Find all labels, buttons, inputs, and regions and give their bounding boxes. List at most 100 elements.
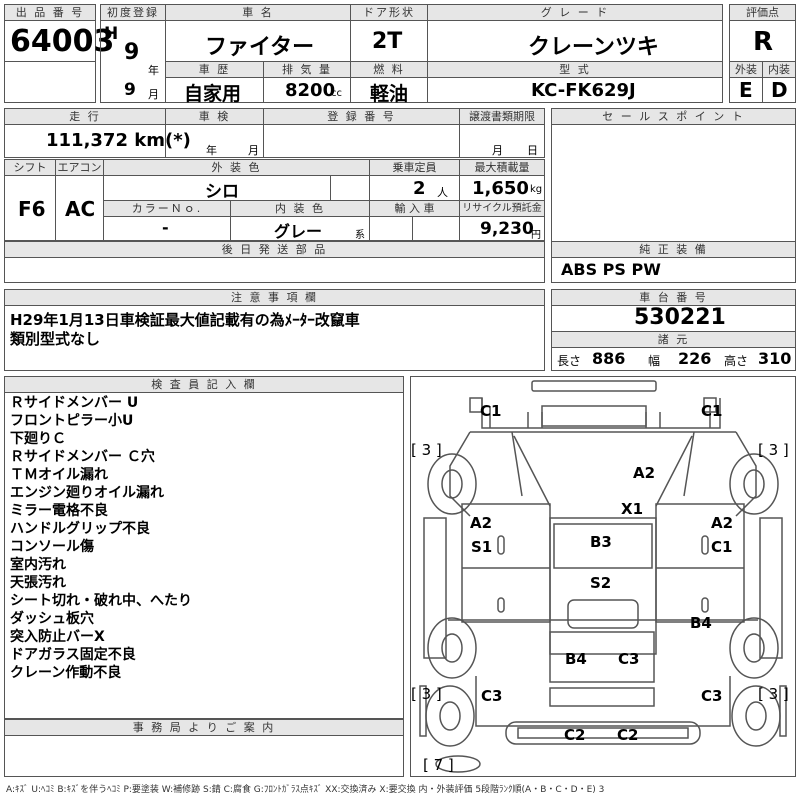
lot-header: 出 品 番 号 xyxy=(4,4,96,21)
inspector-note: ダッシュ板穴 xyxy=(10,611,94,627)
shift-header: シフト xyxy=(4,159,56,176)
inspector-note: ミラー電格不良 xyxy=(10,503,108,519)
interior-box xyxy=(762,77,796,103)
history-header: 車 歴 xyxy=(165,61,264,78)
transfer-month-unit: 月 xyxy=(492,144,503,157)
year-unit: 年 xyxy=(148,64,159,77)
dmg-a2-top: A2 xyxy=(633,464,656,482)
interior-grade: D xyxy=(771,78,788,102)
inspection-year-unit: 年 xyxy=(206,144,217,157)
import-sub xyxy=(412,216,460,241)
lot-number: 64003 xyxy=(10,24,115,59)
capacity-unit: 人 xyxy=(437,186,448,199)
lot-lower-box xyxy=(4,61,96,103)
dmg-c3-right: C3 xyxy=(701,687,723,705)
legend: A:ｷｽﾞ U:ﾍｺﾐ B:ｷｽﾞを伴うﾍｺﾐ P:要塗装 W:補修跡 S:錆 … xyxy=(6,785,605,795)
mileage-header: 走 行 xyxy=(4,108,166,125)
reg-no-header: 登 録 番 号 xyxy=(263,108,460,125)
recycle-box xyxy=(459,216,545,241)
spec-length-label: 長さ xyxy=(557,354,582,368)
displacement-unit: cc xyxy=(331,88,342,99)
sales-point-box xyxy=(551,124,796,258)
dmg-c3-left: C3 xyxy=(481,687,503,705)
model: KC-FK629J xyxy=(531,80,636,101)
dmg-a2-left: A2 xyxy=(470,514,493,532)
notes-line-1: H29年1月13日車検証最大値記載有の為ﾒｰﾀｰ改竄車 xyxy=(10,311,360,329)
dmg-x1: X1 xyxy=(621,500,644,518)
chassis-number: 530221 xyxy=(634,305,726,330)
model-box xyxy=(427,77,723,103)
dmg-s1: S1 xyxy=(471,538,493,556)
tire-fr: [ 3 ] xyxy=(758,441,789,459)
first-reg-year: 9 xyxy=(124,40,140,65)
office-box xyxy=(4,735,404,777)
max-load: 1,650 xyxy=(472,178,529,199)
inspector-note: ドアガラス固定不良 xyxy=(10,647,136,663)
sales-point-header: セ ー ル ス ポ イ ン ト xyxy=(551,108,796,125)
inspector-note: コンソール傷 xyxy=(10,539,94,555)
shift: F6 xyxy=(18,197,46,221)
diagram-box xyxy=(410,376,796,777)
grade-header: グ レ ー ド xyxy=(427,4,723,21)
reg-no-box xyxy=(263,124,460,158)
exterior-header: 外装 xyxy=(729,61,763,78)
inspector-note: 下廻りＣ xyxy=(10,431,66,447)
door-type: 2T xyxy=(372,29,403,54)
recycle-unit: 円 xyxy=(531,230,541,241)
int-color: グレー xyxy=(274,222,323,241)
first-reg-month: 9 xyxy=(124,80,136,100)
int-color-header: 内 装 色 xyxy=(230,200,370,217)
notes-header: 注 意 事 項 欄 xyxy=(4,289,545,306)
score: R xyxy=(753,27,774,57)
dmg-c1-mid: C1 xyxy=(711,538,733,556)
tire-spare: [ 7 ] xyxy=(423,756,454,774)
inspector-note: 室内汚れ xyxy=(10,557,66,573)
displacement-header: 排 気 量 xyxy=(263,61,351,78)
fuel: 軽油 xyxy=(370,83,409,105)
chassis-header: 車 台 番 号 xyxy=(551,289,796,306)
fuel-header: 燃 料 xyxy=(350,61,428,78)
max-load-header: 最大積載量 xyxy=(459,159,545,176)
dmg-c3-center: C3 xyxy=(618,650,640,668)
displacement: 8200 xyxy=(285,80,336,101)
transfer-header: 譲渡書類期限 xyxy=(459,108,545,125)
inspector-note: Ｒサイドメンバー Ｃ穴 xyxy=(10,449,155,465)
later-parts-box xyxy=(4,257,545,283)
score-header: 評価点 xyxy=(729,4,796,21)
max-load-unit: kg xyxy=(530,184,543,195)
notes-line-2: 類別型式なし xyxy=(10,330,101,348)
exterior-grade: E xyxy=(739,78,753,102)
spec-width-label: 幅 xyxy=(648,354,661,368)
first-reg-header: 初度登録 xyxy=(100,4,166,21)
dmg-b4-right: B4 xyxy=(690,614,712,632)
int-color-suffix: 系 xyxy=(355,230,365,241)
transfer-day-unit: 日 xyxy=(527,144,538,157)
capacity-header: 乗車定員 xyxy=(369,159,460,176)
recycle-header: リサイクル預託金 xyxy=(459,200,545,217)
spec-width: 226 xyxy=(678,349,712,368)
ext-color-header: 外 装 色 xyxy=(103,159,370,176)
spec-height: 310 xyxy=(758,349,792,368)
inspector-note: クレーン作動不良 xyxy=(10,665,122,681)
equipment: ABS PS PW xyxy=(561,260,661,279)
inspector-note: Ｒサイドメンバー U xyxy=(10,395,139,411)
dmg-c2-left: C2 xyxy=(564,726,586,744)
ac-header: エアコン xyxy=(55,159,104,176)
dmg-s2: S2 xyxy=(590,574,612,592)
transfer-box xyxy=(459,124,545,158)
ext-color: シロ xyxy=(205,182,239,202)
spec-height-label: 高さ xyxy=(724,354,749,368)
inspector-note: フロントピラー小U xyxy=(10,413,134,429)
car-name-header: 車 名 xyxy=(165,4,351,21)
inspector-note: ハンドルグリップ不良 xyxy=(10,521,150,537)
equipment-header: 純 正 装 備 xyxy=(551,241,796,258)
car-name: ファイター xyxy=(205,35,315,60)
spec-length: 886 xyxy=(592,349,626,368)
inspector-header: 検 査 員 記 入 欄 xyxy=(4,376,404,393)
notes-box xyxy=(4,305,545,371)
ext-color-sub xyxy=(330,175,370,201)
color-no-header: カラーＮｏ. xyxy=(103,200,231,217)
inspector-note: シート切れ・破れ中、へたり xyxy=(10,593,192,609)
specs-header: 諸 元 xyxy=(551,331,796,348)
